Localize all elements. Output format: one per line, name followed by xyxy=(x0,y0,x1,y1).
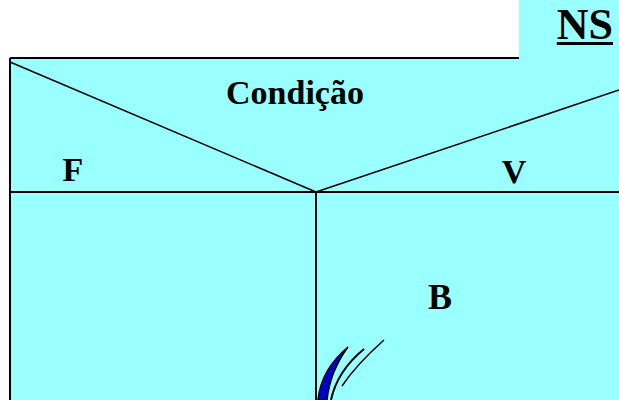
quill-stroke xyxy=(342,340,384,386)
title-patch xyxy=(519,0,619,58)
left-border xyxy=(9,58,11,400)
branch-divider xyxy=(315,192,317,400)
branch-label: F xyxy=(60,152,87,188)
condition-header: CondiçãoF V xyxy=(10,58,619,192)
branch-divider xyxy=(10,191,619,193)
true-branch-block: B xyxy=(316,192,619,400)
block-text: B xyxy=(425,279,455,317)
condition-text: Condição xyxy=(223,75,367,111)
quill-stroke xyxy=(331,349,364,400)
diagram-title: NS xyxy=(557,2,613,48)
top-border xyxy=(10,57,519,59)
branch-label: V xyxy=(499,154,530,190)
diagram-ground xyxy=(10,58,619,400)
